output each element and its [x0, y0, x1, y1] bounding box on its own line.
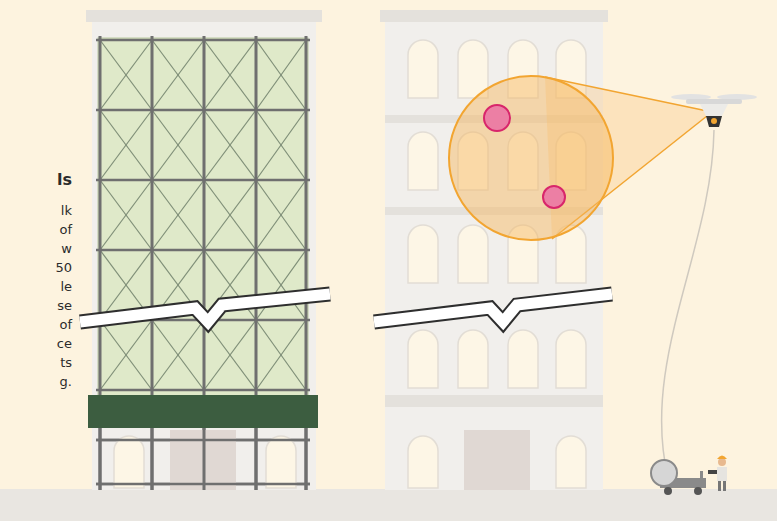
scaffolded-building [86, 10, 322, 490]
body-text-fragment: ce [57, 336, 72, 351]
body-text-fragment: of [59, 222, 72, 237]
drone [671, 94, 757, 127]
body-text-fragment: ts [60, 355, 72, 370]
defect-marker [543, 186, 565, 208]
body-text-fragment: of [59, 317, 72, 332]
tether [662, 130, 714, 478]
body-text-fragment: lk [61, 203, 72, 218]
inspected-building [380, 10, 608, 490]
body-text-fragment: g. [60, 374, 72, 389]
ground-station [651, 460, 706, 495]
inspection-view [449, 76, 712, 240]
body-text-fragment: le [60, 279, 72, 294]
heading-fragment: ls [57, 170, 72, 189]
break-mark [80, 294, 612, 322]
body-text-fragment: w [61, 241, 72, 256]
body-text-fragment: 50 [55, 260, 72, 275]
body-text-fragment: se [57, 298, 72, 313]
defect-marker [484, 105, 510, 131]
ground [0, 489, 777, 521]
operator [708, 456, 727, 492]
